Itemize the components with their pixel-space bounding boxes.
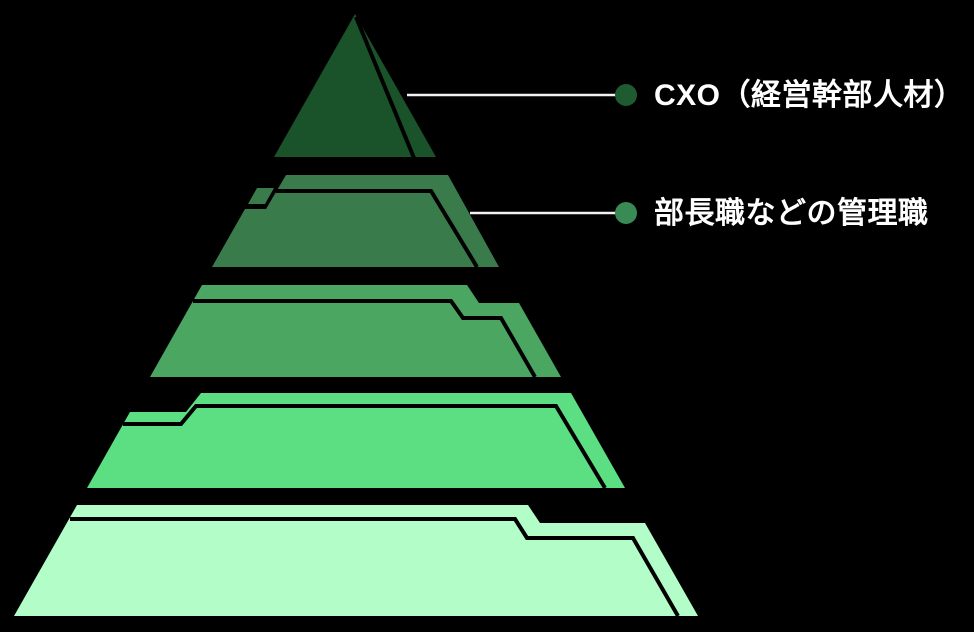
annotation-dot-icon-1: [615, 84, 637, 106]
pyramid-level-3-shape: [150, 285, 561, 377]
annotation-label-managers: 部長職などの管理職: [654, 197, 929, 230]
pyramid-level-2-shape: [212, 175, 499, 267]
pyramid-level-5-shape: [14, 505, 698, 616]
pyramid-level-2-flap: [248, 188, 274, 204]
pyramid-level-3-fold-line: [193, 299, 537, 378]
annotation-label-cxo: CXO（経営幹部人材）: [654, 79, 965, 112]
pyramid-level-4-fold-line: [123, 404, 607, 490]
pyramid-level-2-fold-line: [276, 189, 479, 269]
pyramid-level-1-fold-line: [354, 16, 416, 159]
pyramid-level-4-shape: [87, 393, 625, 488]
annotation-dot-icon-2: [615, 202, 637, 224]
pyramid-level-1-shape: [274, 14, 436, 157]
pyramid-level-5-fold-line: [70, 517, 680, 617]
